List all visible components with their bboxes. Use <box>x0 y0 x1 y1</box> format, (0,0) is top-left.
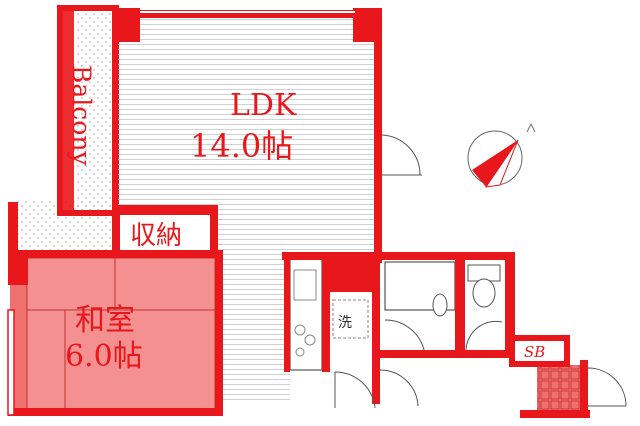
bathroom <box>380 252 520 358</box>
ldk-door <box>381 134 422 176</box>
washitsu-room <box>7 250 223 416</box>
washroom <box>322 292 380 409</box>
kitchen <box>282 252 382 372</box>
north-arrow-icon <box>467 122 536 188</box>
shoe-box-label: SB <box>524 343 545 361</box>
balcony-label: Balcony <box>67 65 96 166</box>
washitsu-size-label: 6.0帖 <box>65 339 143 374</box>
ldk-name-label: LDK <box>230 88 297 123</box>
washitsu-name-label: 和室 <box>75 303 135 338</box>
storage-room <box>112 205 218 260</box>
laundry-label: 洗 <box>338 315 352 331</box>
balcony <box>8 5 119 257</box>
ldk-size-label: 14.0帖 <box>190 127 293 165</box>
storage-label: 収納 <box>130 221 182 251</box>
entrance <box>379 335 627 418</box>
